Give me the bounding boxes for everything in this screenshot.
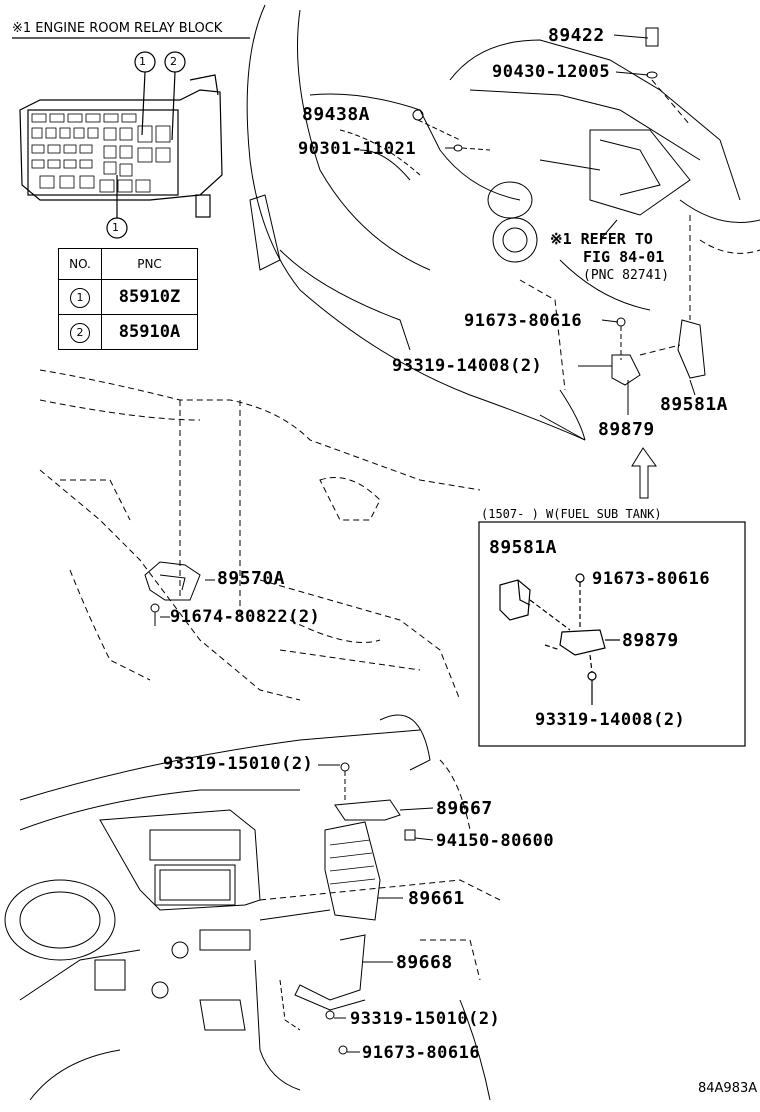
refer-note-line2[interactable]: FIG 84-01: [583, 248, 665, 266]
pnc-table: NO. PNC 1 85910Z 2 85910A: [58, 248, 198, 350]
inset-part-label-89581a[interactable]: 89581A: [489, 537, 558, 558]
part-label-90301-11021[interactable]: 90301-11021: [298, 139, 417, 159]
engine-bay-drawing: [246, 4, 760, 441]
part-label-93319-15010-a[interactable]: 93319-15010(2): [163, 754, 314, 774]
interior-drawing: [39, 369, 481, 701]
refer-note-line1: ※1 REFER TO: [550, 230, 653, 248]
callout-1-bottom: 1: [112, 221, 119, 234]
part-label-89438a[interactable]: 89438A: [302, 104, 371, 125]
pnc-row-value[interactable]: 85910Z: [101, 279, 198, 315]
pnc-header-pnc: PNC: [101, 248, 198, 280]
part-label-89667[interactable]: 89667: [436, 798, 493, 819]
inset-part-label-89879[interactable]: 89879: [622, 630, 679, 651]
inset-condition: (1507- ) W(FUEL SUB TANK): [481, 507, 662, 521]
part-label-91673-80616-bottom[interactable]: 91673-80616: [362, 1043, 481, 1063]
pnc-row: 1 85910Z: [58, 279, 198, 315]
part-label-91673-80616-top[interactable]: 91673-80616: [464, 311, 583, 331]
pnc-row-no: 1: [70, 288, 90, 308]
refer-note-line3: (PNC 82741): [583, 268, 670, 283]
part-label-89668[interactable]: 89668: [396, 952, 453, 973]
part-label-93319-15010-b[interactable]: 93319-15010(2): [350, 1009, 501, 1029]
inset-part-label-91673-80616[interactable]: 91673-80616: [592, 569, 711, 589]
inset-frame: [478, 521, 746, 747]
pnc-row-no: 2: [70, 323, 90, 343]
part-label-94150-80600[interactable]: 94150-80600: [436, 831, 555, 851]
part-label-91674-80822[interactable]: 91674-80822(2): [170, 607, 321, 627]
pnc-row-value[interactable]: 85910A: [101, 314, 198, 350]
part-label-89581a[interactable]: 89581A: [660, 394, 729, 415]
part-label-89422[interactable]: 89422: [548, 25, 605, 46]
relay-block-title: ※1 ENGINE ROOM RELAY BLOCK: [12, 21, 223, 36]
pnc-row: 2 85910A: [58, 314, 198, 350]
part-label-90430-12005[interactable]: 90430-12005: [492, 62, 611, 82]
part-label-89570a[interactable]: 89570A: [217, 568, 286, 589]
relay-block-drawing: [12, 37, 250, 239]
part-label-93319-14008[interactable]: 93319-14008(2): [392, 356, 543, 376]
pnc-header-no: NO.: [58, 248, 102, 280]
top-leaders: [412, 27, 706, 499]
callout-1-top: 1: [139, 55, 146, 68]
callout-2-top: 2: [170, 55, 177, 68]
figure-code: 84A983A: [698, 1081, 758, 1096]
ecu-parts-drawing: [294, 762, 434, 1055]
dashboard-drawing: [4, 714, 501, 1101]
part-label-89879[interactable]: 89879: [598, 419, 655, 440]
inset-part-label-93319-14008[interactable]: 93319-14008(2): [535, 710, 686, 730]
part-label-89661[interactable]: 89661: [408, 888, 465, 909]
part-89570a-drawing: [144, 561, 215, 626]
